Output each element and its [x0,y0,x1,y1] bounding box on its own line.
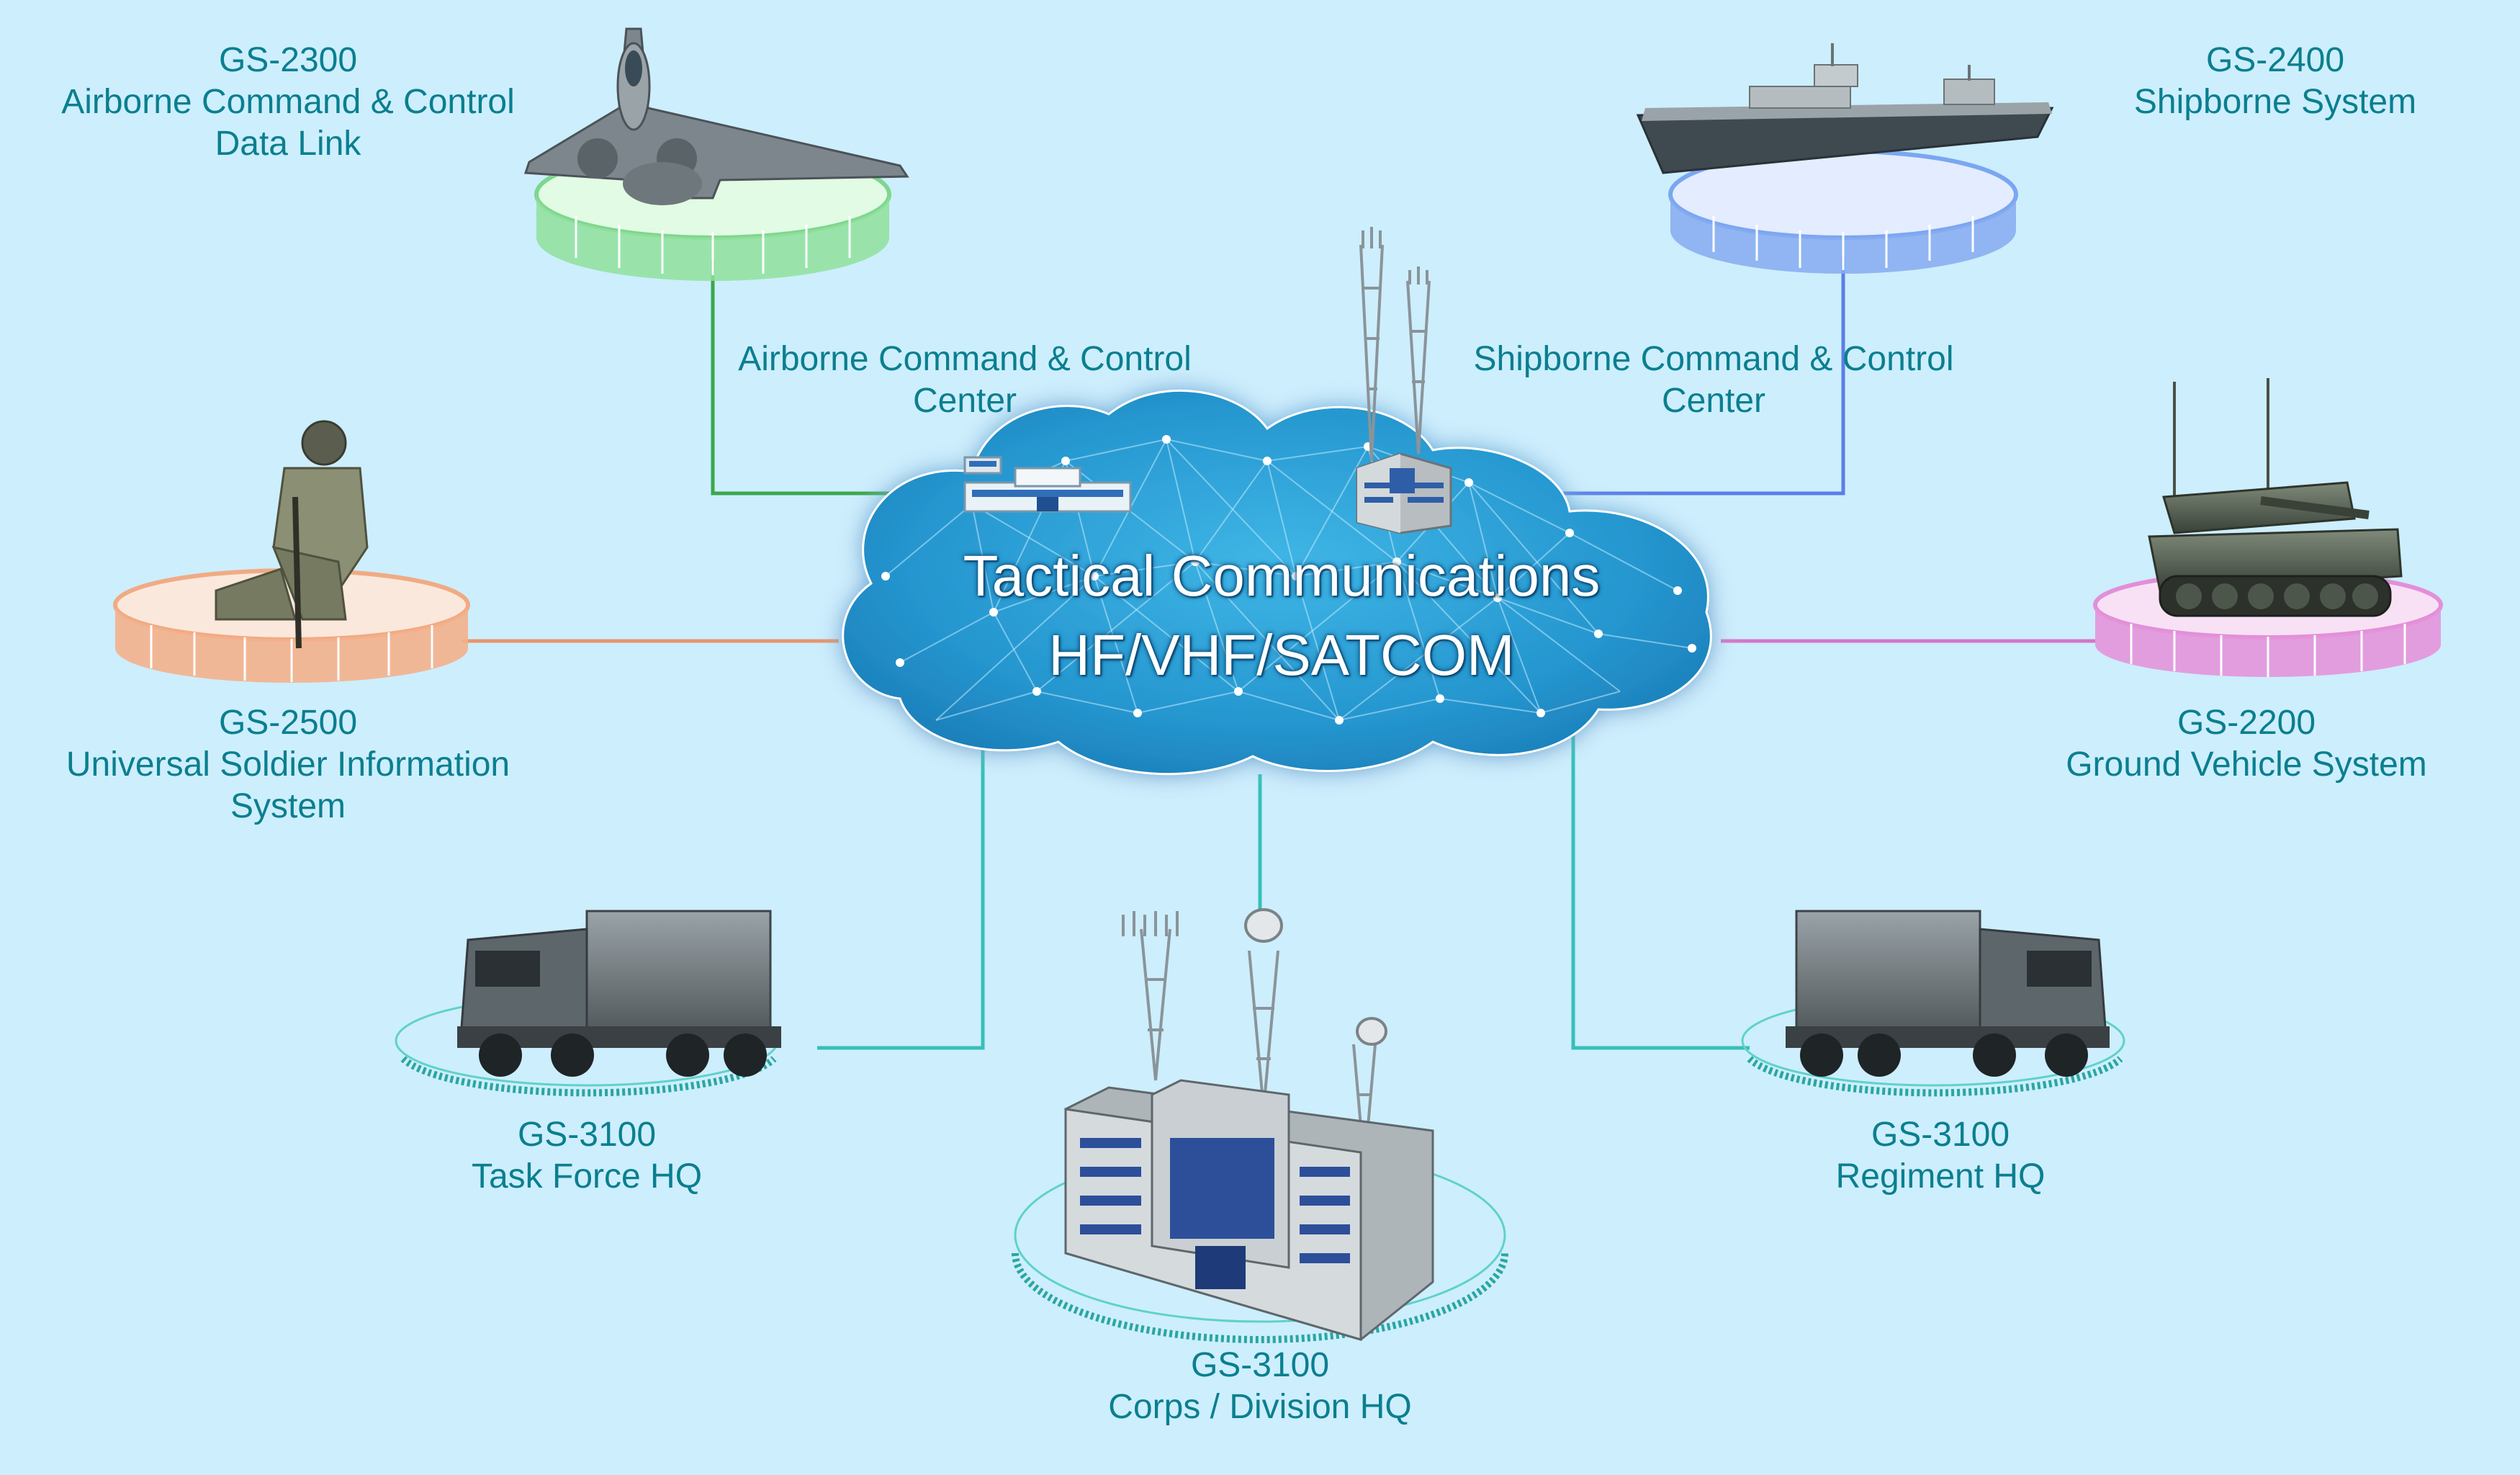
cloud-title: Tactical Communications HF/VHF/SATCOM [835,537,1728,695]
gs2500-line1: Universal Soldier Information [66,745,510,784]
gs2300-code: GS-2300 [218,41,358,79]
gs2300-line1: Airborne Command & Control [61,83,515,121]
label-gs2300: GS-2300 Airborne Command & Control Data … [29,40,547,165]
gs2500-line2: System [230,787,346,825]
line-regiment [1571,735,1750,1050]
warship-icon [1636,43,2054,174]
airport-building-icon [963,456,1132,513]
shipborne-center-line2: Center [1661,382,1766,420]
taskforce-line1: Task Force HQ [471,1157,703,1196]
corps-code: GS-3100 [1190,1346,1330,1384]
cloud-title-line2: HF/VHF/SATCOM [1048,623,1515,687]
shipborne-ring [1668,149,2018,274]
label-gs2500: GS-2500 Universal Soldier Information Sy… [14,702,562,828]
label-gs3100-taskforce: GS-3100 Task Force HQ [371,1114,803,1198]
regiment-code: GS-3100 [1871,1116,2010,1154]
label-gs2400: GS-2400 Shipborne System [2059,40,2491,123]
satellite-dish-icon [1244,908,1387,1046]
fighter-jet-icon [523,27,909,205]
command-truck-icon [1786,910,2110,1077]
gs2300-line2: Data Link [215,125,361,163]
taskforce-code: GS-3100 [517,1116,657,1154]
airborne-center-line1: Airborne Command & Control [738,340,1192,378]
gs2400-code: GS-2400 [2205,41,2345,79]
line-airborne [711,259,968,496]
cloud-title-line1: Tactical Communications [963,544,1601,608]
radio-tower-icon [1122,911,1377,1167]
corps-line1: Corps / Division HQ [1108,1388,1412,1426]
label-shipborne-center: Shipborne Command & Control Center [1440,339,1987,422]
label-airborne-center: Airborne Command & Control Center [706,339,1224,422]
soldier-icon [215,420,369,649]
line-taskforce [817,731,985,1050]
gs2500-code: GS-2500 [218,704,358,742]
label-gs2200: GS-2200 Ground Vehicle System [2016,702,2477,786]
command-truck-icon [457,910,781,1077]
gs2200-line1: Ground Vehicle System [2066,745,2427,784]
shipborne-center-line1: Shipborne Command & Control [1473,340,1954,378]
label-gs3100-regiment: GS-3100 Regiment HQ [1724,1114,2156,1198]
gs2200-code: GS-2200 [2177,704,2316,742]
regiment-line1: Regiment HQ [1835,1157,2046,1196]
tank-icon [2148,378,2403,617]
airborne-center-line2: Center [912,382,1017,420]
label-gs3100-corps: GS-3100 Corps / Division HQ [1008,1345,1512,1428]
connector-lines [461,256,2095,1050]
line-shipborne [1494,256,1845,496]
hq-building-icon [1356,452,1452,534]
hq-building-icon [1064,1079,1434,1342]
gs2400-line1: Shipborne System [2133,83,2417,121]
radio-tower-icon [1359,227,1431,462]
